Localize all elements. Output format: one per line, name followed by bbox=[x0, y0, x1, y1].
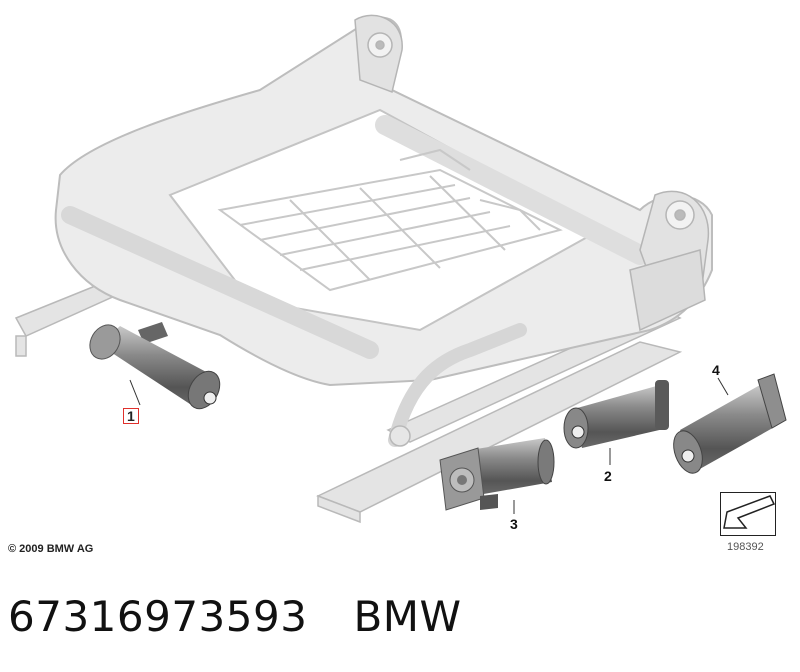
motor-4 bbox=[673, 373, 787, 474]
front-tube bbox=[61, 206, 379, 359]
pivot-bracket-front bbox=[629, 190, 710, 332]
motor-3 bbox=[439, 438, 555, 514]
arrow-pointer-icon bbox=[723, 495, 776, 529]
callout-1: 1 bbox=[123, 408, 139, 424]
brand-name: BMW bbox=[353, 592, 462, 641]
callout-3: 3 bbox=[510, 516, 518, 532]
callout-2: 2 bbox=[604, 468, 612, 484]
rear-cross-tube bbox=[375, 115, 650, 265]
reference-number: 198392 bbox=[727, 541, 764, 553]
pivot-bracket-rear bbox=[354, 14, 403, 94]
reference-icon-box bbox=[720, 492, 776, 536]
seat-frame-diagram bbox=[14, 14, 787, 529]
motor-1 bbox=[89, 322, 221, 410]
motor-2 bbox=[563, 380, 669, 465]
part-number: 67316973593 bbox=[8, 592, 308, 641]
seat-suspension-wires bbox=[217, 148, 563, 292]
part-caption: 67316973593 BMW bbox=[8, 592, 462, 641]
callout-4: 4 bbox=[712, 362, 720, 378]
copyright-notice: © 2009 BMW AG bbox=[8, 543, 94, 555]
linkage-arm bbox=[388, 323, 527, 447]
